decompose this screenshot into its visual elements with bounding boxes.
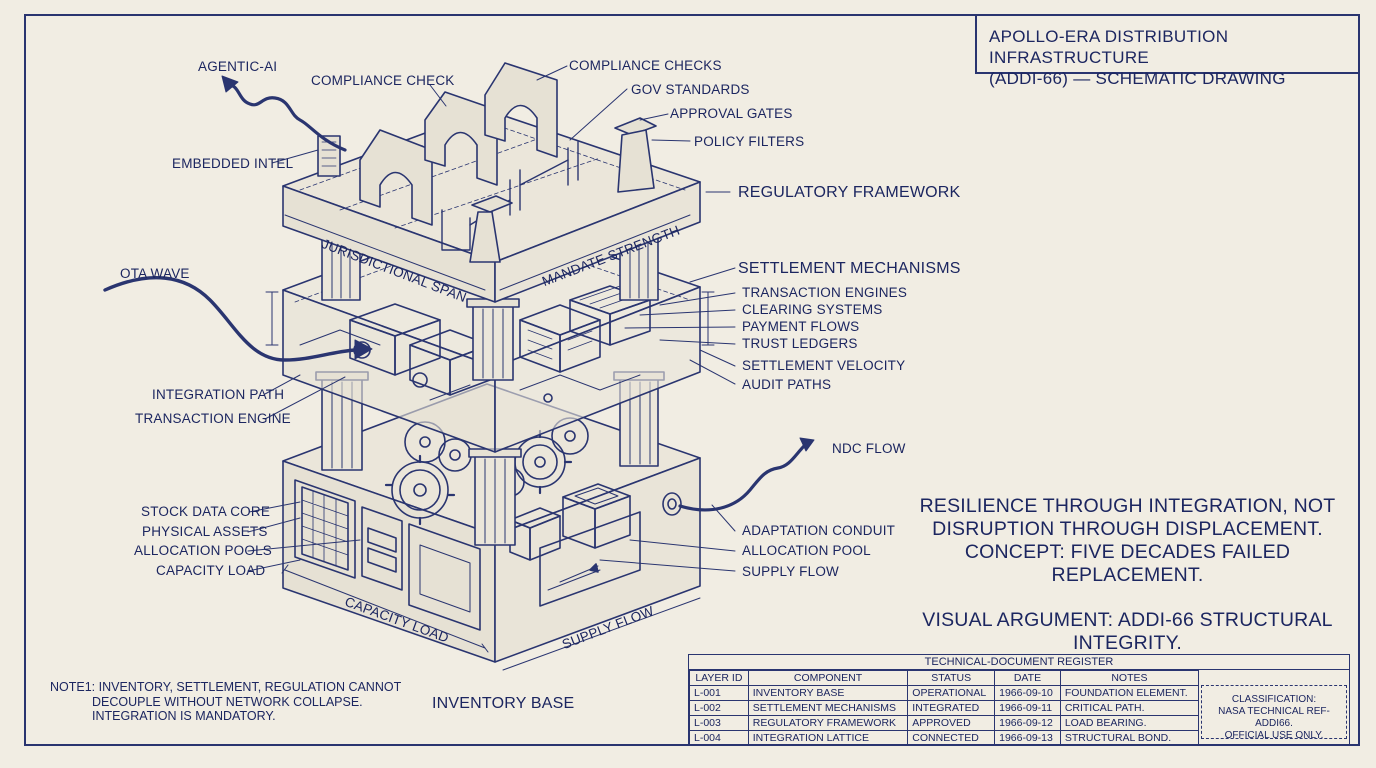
label-capacity-load: CAPACITY LOAD — [156, 563, 266, 578]
table-row: L-001 INVENTORY BASE OPERATIONAL 1966-09… — [689, 685, 1200, 701]
label-payment-flows: PAYMENT FLOWS — [742, 319, 860, 334]
label-agentic-ai: AGENTIC-AI — [198, 59, 278, 74]
classification-line-1: CLASSIFICATION: — [1231, 694, 1317, 705]
table-row: L-002 SETTLEMENT MECHANISMS INTEGRATED 1… — [689, 700, 1200, 716]
statement-line-4: VISUAL ARGUMENT: ADDI-66 STRUCTURAL — [922, 609, 1333, 631]
cell-date: 1966-09-11 — [994, 700, 1061, 716]
lower-columns — [315, 371, 665, 546]
label-ota-wave: OTA WAVE — [120, 266, 190, 281]
cell-date: 1966-09-12 — [994, 715, 1061, 731]
statement-line-5: INTEGRITY. — [1073, 632, 1182, 654]
agentic-ai-wave — [226, 82, 347, 152]
note-block: NOTE1: INVENTORY, SETTLEMENT, REGULATION… — [50, 680, 401, 724]
document-register: TECHNICAL-DOCUMENT REGISTER LAYER ID COM… — [688, 654, 1350, 746]
label-settlement-mechanisms: SETTLEMENT MECHANISMS — [738, 260, 961, 277]
table-row: L-004 INTEGRATION LATTICE CONNECTED 1966… — [689, 730, 1200, 746]
label-settlement-velocity: SETTLEMENT VELOCITY — [742, 358, 906, 373]
ota-wave-arrow — [103, 276, 357, 362]
statement-line-1: RESILIENCE THROUGH INTEGRATION, NOT — [919, 495, 1336, 517]
cell-layer-id: L-002 — [689, 700, 749, 716]
cell-status: APPROVED — [907, 715, 996, 731]
classification-line-2: NASA TECHNICAL REF-ADDI66. — [1218, 706, 1330, 729]
leader-lines — [247, 65, 736, 572]
label-integration-path: INTEGRATION PATH — [152, 387, 285, 402]
cell-layer-id: L-003 — [689, 715, 749, 731]
concept-statement: RESILIENCE THROUGH INTEGRATION, NOT DISR… — [895, 495, 1360, 655]
label-ndc-flow: NDC FLOW — [832, 441, 906, 456]
cell-notes: FOUNDATION ELEMENT. — [1059, 685, 1200, 701]
regulatory-layer — [282, 62, 701, 303]
label-compliance-checks: COMPLIANCE CHECKS — [569, 58, 722, 73]
cell-status: CONNECTED — [907, 730, 996, 746]
label-compliance-check: COMPLIANCE CHECK — [311, 73, 455, 88]
header-component: COMPONENT — [747, 670, 909, 686]
header-date: DATE — [994, 670, 1061, 686]
header-status: STATUS — [907, 670, 996, 686]
label-approval-gates: APPROVAL GATES — [670, 106, 793, 121]
cell-component: INTEGRATION LATTICE — [747, 730, 909, 746]
header-layer-id: LAYER ID — [689, 670, 749, 686]
note-line-2: DECOUPLE WITHOUT NETWORK COLLAPSE. — [92, 694, 363, 709]
note-line-3: INTEGRATION IS MANDATORY. — [92, 709, 276, 723]
register-header-row: LAYER ID COMPONENT STATUS DATE NOTES — [689, 670, 1200, 686]
cell-status: INTEGRATED — [907, 700, 996, 716]
cell-layer-id: L-001 — [689, 685, 749, 701]
label-policy-filters: POLICY FILTERS — [694, 134, 805, 149]
register-title: TECHNICAL-DOCUMENT REGISTER — [689, 655, 1349, 670]
statement-line-2: DISRUPTION THROUGH DISPLACEMENT. — [932, 518, 1323, 540]
table-row: L-003 REGULATORY FRAMEWORK APPROVED 1966… — [689, 715, 1200, 731]
title-line-1: APOLLO-ERA DISTRIBUTION INFRASTRUCTURE — [989, 27, 1229, 67]
label-transaction-engines: TRANSACTION ENGINES — [742, 285, 908, 300]
cell-notes: LOAD BEARING. — [1059, 715, 1200, 731]
label-stock-data-core: STOCK DATA CORE — [141, 504, 271, 519]
ndc-flow-arrow — [678, 443, 807, 512]
label-audit-paths: AUDIT PATHS — [742, 377, 832, 392]
cell-component: SETTLEMENT MECHANISMS — [747, 700, 909, 716]
label-allocation-pool: ALLOCATION POOL — [742, 543, 871, 558]
cell-component: REGULATORY FRAMEWORK — [747, 715, 909, 731]
register-table: LAYER ID COMPONENT STATUS DATE NOTES L-0… — [689, 670, 1200, 746]
cell-notes: STRUCTURAL BOND. — [1059, 730, 1200, 746]
label-clearing-systems: CLEARING SYSTEMS — [742, 302, 883, 317]
classification-line-3: OFFICIAL USE ONLY. — [1224, 730, 1324, 741]
label-embedded-intel: EMBEDDED INTEL — [172, 156, 294, 171]
note-line-1: NOTE1: INVENTORY, SETTLEMENT, REGULATION… — [50, 680, 402, 694]
classification-box: CLASSIFICATION: NASA TECHNICAL REF-ADDI6… — [1201, 685, 1347, 741]
label-supply-flow: SUPPLY FLOW — [742, 564, 839, 579]
inventory-base-block — [281, 383, 701, 671]
header-notes: NOTES — [1059, 670, 1200, 686]
title-line-2: (ADDI-66) — SCHEMATIC DRAWING — [989, 69, 1286, 88]
cell-date: 1966-09-13 — [994, 730, 1061, 746]
label-transaction-engine: TRANSACTION ENGINE — [135, 411, 291, 426]
cell-date: 1966-09-10 — [994, 685, 1061, 701]
label-inventory-base: INVENTORY BASE — [432, 695, 575, 712]
title-block: APOLLO-ERA DISTRIBUTION INFRASTRUCTURE (… — [975, 14, 1360, 88]
label-allocation-pools: ALLOCATION POOLS — [134, 543, 272, 558]
label-gov-standards: GOV STANDARDS — [631, 82, 750, 97]
cell-component: INVENTORY BASE — [747, 685, 909, 701]
label-regulatory-framework: REGULATORY FRAMEWORK — [738, 184, 961, 201]
label-trust-ledgers: TRUST LEDGERS — [742, 336, 858, 351]
cell-status: OPERATIONAL — [907, 685, 996, 701]
cell-layer-id: L-004 — [689, 730, 749, 746]
label-adaptation-conduit: ADAPTATION CONDUIT — [742, 523, 896, 538]
statement-line-3: CONCEPT: FIVE DECADES FAILED REPLACEMENT… — [964, 541, 1291, 586]
label-physical-assets: PHYSICAL ASSETS — [142, 524, 268, 539]
cell-notes: CRITICAL PATH. — [1059, 700, 1200, 716]
